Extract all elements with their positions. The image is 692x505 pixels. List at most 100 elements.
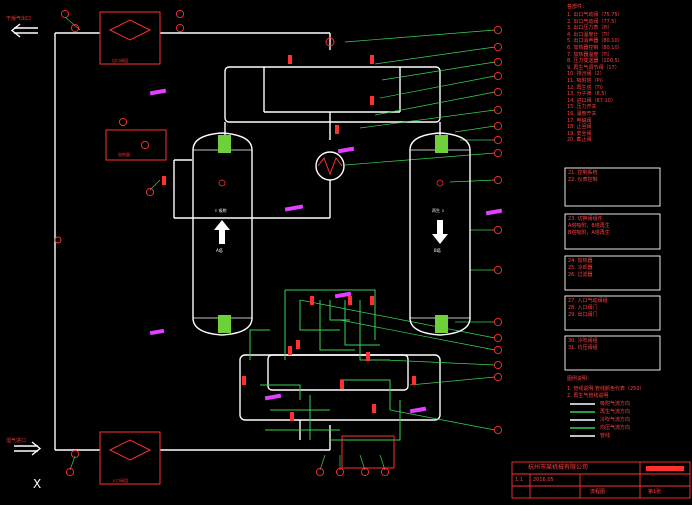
note-item: 8. 压力变送器（100.5） xyxy=(567,58,623,65)
note-item: 3. 出口压力表（Pi） xyxy=(567,25,613,32)
legend-line-2: 再生气流方向 xyxy=(600,409,631,415)
notes-heading: 各部件： xyxy=(567,4,588,10)
inlet-label: 湿气进口 xyxy=(6,438,27,444)
valve-symbols xyxy=(162,55,416,421)
note-item: 4. 出口温度计（Ti） xyxy=(567,31,613,38)
note-item: 5. 出口消声器（80.10） xyxy=(567,38,623,45)
tower-a xyxy=(192,132,253,336)
title-date: 2016.05 xyxy=(533,477,554,483)
tower-a-up-arrow xyxy=(214,220,230,244)
note-item: 11. 吸附塔（Pi） xyxy=(567,77,606,84)
callout-circle xyxy=(493,345,503,355)
callout-circles xyxy=(60,9,503,477)
note-item: 20. 截止阀 xyxy=(567,137,592,144)
callout-circle xyxy=(493,360,503,370)
heat-exchanger-icon xyxy=(315,151,345,181)
note-item: 13. 分子筛（8.5） xyxy=(567,91,610,98)
callout-circle xyxy=(315,467,325,477)
callout-circle xyxy=(493,42,503,52)
valve-box-top-label: 出口阀组 xyxy=(112,58,128,63)
callout-circle xyxy=(335,467,345,477)
callout-circle xyxy=(65,467,75,477)
note-box-line: 23. 切换阀组件 xyxy=(568,216,603,222)
callout-circle xyxy=(493,25,503,35)
note-item: 19. 安全阀 xyxy=(567,130,592,137)
tower-b-flow-label: 再生 ⇩ xyxy=(432,208,445,213)
title-block xyxy=(511,461,691,499)
flow-arrows xyxy=(10,23,42,456)
legend-line-5: 管线 xyxy=(600,433,611,439)
green-piping xyxy=(249,289,401,441)
legend-line-3: 冷吹气流方向 xyxy=(600,417,631,423)
heater-box-label: 加热器 xyxy=(118,152,130,157)
callout-circle xyxy=(493,71,503,81)
callout-circle xyxy=(493,121,503,131)
note-box-line: 30. 冷吹阀组 xyxy=(568,338,598,344)
legend-line-4: 均压气流方向 xyxy=(600,425,631,431)
title-scale: 1:1 xyxy=(515,477,524,483)
note-item: 7. 加热器温度（Ti） xyxy=(567,51,613,58)
callout-circle xyxy=(70,449,80,459)
tower-a-name: A塔 xyxy=(216,248,223,253)
tower-a-flow-label: ⇧ 吸附 xyxy=(214,208,227,213)
note-item: 2. 出口气动阀（77.5） xyxy=(567,18,620,25)
legend-heading: 图例说明： xyxy=(567,376,593,382)
note-box-line: 24. 加热器 xyxy=(568,258,593,264)
valve-box-bottom-label: 入口阀组 xyxy=(112,478,128,483)
note-box-line: 27. 入口气动阀组 xyxy=(568,298,608,304)
callout-circle xyxy=(493,333,503,343)
callout-circle xyxy=(145,187,155,197)
pipe-tags xyxy=(149,88,503,414)
callout-circle xyxy=(493,135,503,145)
tower-a-top-flange xyxy=(218,135,231,153)
note-box-line: 22. 仪表控制 xyxy=(568,177,598,183)
legend-samples xyxy=(570,403,595,437)
note-box-line: 28. 入口阀门 xyxy=(568,305,598,311)
note-item: 12. 再生塔（Ti） xyxy=(567,84,606,91)
callout-circle xyxy=(493,225,503,235)
callout-circle xyxy=(493,148,503,158)
note-item: 14. 进口阀（87.10） xyxy=(567,97,616,104)
outlet-label: 干燥气出口 xyxy=(6,16,32,22)
tower-b-name: B塔 xyxy=(434,248,441,253)
note-item: 1. 出口气动阀（75.75） xyxy=(567,12,623,18)
note-item: 15. 压力开关 xyxy=(567,104,597,111)
note-item: 17. 电磁阀 xyxy=(567,117,592,124)
note-box-line: 31. 均压阀组 xyxy=(568,345,598,351)
tower-b xyxy=(409,132,471,336)
title-sheet: 第1张 xyxy=(648,489,662,495)
title-drawing: 流程图 xyxy=(590,489,606,495)
callout-circle xyxy=(175,23,185,33)
valve-boxes xyxy=(54,11,395,485)
note-box-line: 26. 过滤器 xyxy=(568,272,593,278)
tower-b-top-flange xyxy=(435,135,448,153)
axis-label: X xyxy=(33,477,42,491)
note-box-line: B塔吸附，A塔再生 xyxy=(568,230,610,236)
tower-b-bottom-flange xyxy=(435,315,448,333)
callout-circle xyxy=(493,372,503,382)
white-piping xyxy=(54,32,441,451)
callout-circle xyxy=(70,23,80,33)
callout-circle xyxy=(493,425,503,435)
title-company: 杭州市某机械有限公司 xyxy=(528,464,589,471)
note-box-line: 25. 冷却器 xyxy=(568,265,593,271)
title-block-bar xyxy=(646,466,684,471)
note-item: 6. 加热器控制（80.10） xyxy=(567,44,623,51)
note-boxes xyxy=(564,167,661,371)
legend-line-1: 吸附气流方向 xyxy=(600,401,631,407)
callout-circle xyxy=(60,9,70,19)
callout-circle xyxy=(493,105,503,115)
note-item: 16. 温度开关 xyxy=(567,110,597,117)
callout-circle xyxy=(493,175,503,185)
note-item: 9. 再生气调节阀（17） xyxy=(567,64,620,71)
callout-circle xyxy=(493,57,503,67)
callout-circle xyxy=(493,87,503,97)
callout-circle xyxy=(175,9,185,19)
note-box-line: 21. 控制系统 xyxy=(568,170,598,176)
note-box-line: 29. 出口阀门 xyxy=(568,312,598,318)
tower-b-down-arrow xyxy=(432,220,448,244)
callout-leaders xyxy=(64,16,496,471)
legend-item-2: 2. 再生气管线说明 xyxy=(567,393,609,399)
